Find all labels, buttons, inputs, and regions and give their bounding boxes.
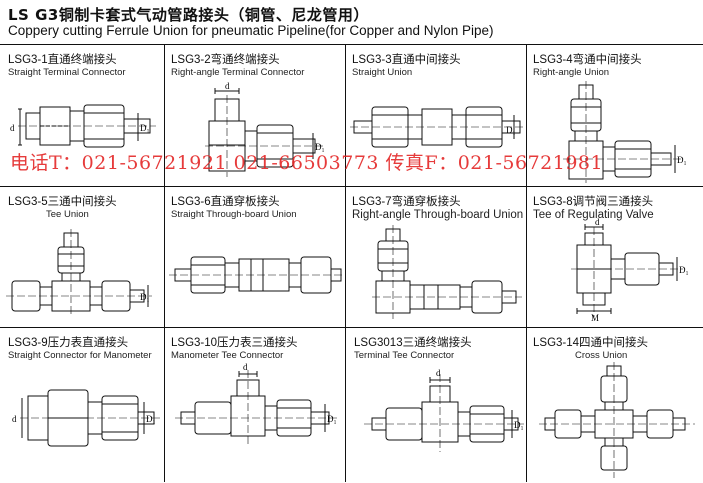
svg-text:D₁: D₁ <box>146 414 156 424</box>
fitting-grid: LSG3-1直通终端接头 Straight Terminal Connector… <box>0 44 703 482</box>
svg-text:D₁: D₁ <box>506 125 516 135</box>
svg-text:M: M <box>591 313 599 323</box>
tee-union-drawing: D₁ <box>6 229 152 317</box>
right-angle-terminal-drawing: d D₁ <box>205 81 325 177</box>
cell-lsg3-5: LSG3-5三通中间接头 Tee Union D₁ <box>0 187 164 327</box>
right-angle-through-board-drawing <box>372 225 522 319</box>
contact-watermark: 电话T：021-56721921 021-66503773 传真F：021-56… <box>10 152 604 174</box>
cell-code: LSG3-2弯通终端接头 <box>171 54 280 66</box>
manometer-tee-drawing: d D₁ <box>175 362 337 446</box>
svg-text:D₁: D₁ <box>514 420 524 430</box>
page-title-en: Coppery cutting Ferrule Union for pneuma… <box>8 23 494 38</box>
page-title-cn: LS G3铜制卡套式气动管路接头（铜管、尼龙管用） <box>8 6 369 24</box>
straight-union-drawing: D₁ <box>350 106 524 148</box>
cell-subtitle: Straight Connector for Manometer <box>8 350 152 361</box>
cell-code: LSG3-5三通中间接头 <box>8 196 117 208</box>
cell-code: LSG3-9压力表直通接头 <box>8 337 129 349</box>
cell-subtitle: Manometer Tee Connector <box>171 350 284 361</box>
header: LS G3铜制卡套式气动管路接头（铜管、尼龙管用） Coppery cuttin… <box>0 0 703 42</box>
cell-lsg3-3: LSG3-3直通中间接头 Straight Union D₁ <box>346 45 526 186</box>
svg-text:d: d <box>436 368 441 378</box>
cell-code: LSG3-1直通终端接头 <box>8 54 117 66</box>
svg-text:d: d <box>12 414 17 424</box>
regulating-valve-tee-drawing: d M D₁ <box>571 217 689 323</box>
cell-subtitle: Straight Terminal Connector <box>8 67 126 78</box>
cross-union-drawing <box>539 362 695 478</box>
cell-code: LSG3-3直通中间接头 <box>352 54 461 66</box>
cell-code: LSG3-10压力表三通接头 <box>171 337 298 349</box>
cell-code: LSG3-4弯通中间接头 <box>533 54 642 66</box>
cell-subtitle: Tee Union <box>46 209 89 220</box>
cell-code: LSG3-8调节阀三通接头 <box>533 196 654 208</box>
cell-code: LSG3-7弯通穿板接头 <box>352 196 461 208</box>
svg-text:d: d <box>243 362 248 372</box>
cell-code: LSG3-6直通穿板接头 <box>171 196 280 208</box>
right-angle-union-drawing: D₁ <box>563 81 687 183</box>
cell-lsg3-8: LSG3-8调节阀三通接头 Tee of Regulating Valve d … <box>527 187 703 327</box>
cell-code: LSG3013三通终端接头 <box>354 337 472 349</box>
dim-d: d <box>10 123 15 133</box>
terminal-tee-drawing: d D₁ <box>364 368 524 452</box>
cell-lsg3-9: LSG3-9压力表直通接头 Straight Connector for Man… <box>0 328 164 483</box>
svg-text:D₁: D₁ <box>327 414 337 424</box>
cell-lsg3-4: LSG3-4弯通中间接头 Right-angle Union D₁ <box>527 45 703 186</box>
cell-lsg3-10: LSG3-10压力表三通接头 Manometer Tee Connector d… <box>165 328 345 483</box>
cell-lsg3013: LSG3013三通终端接头 Terminal Tee Connector d D… <box>346 328 526 483</box>
cell-lsg3-7: LSG3-7弯通穿板接头 Right-angle Through-board U… <box>346 187 526 327</box>
cell-subtitle: Straight Union <box>352 67 413 78</box>
cell-lsg3-2: LSG3-2弯通终端接头 Right-angle Terminal Connec… <box>165 45 345 186</box>
svg-text:d: d <box>225 81 230 91</box>
cell-subtitle: Right-angle Terminal Connector <box>171 67 305 78</box>
straight-through-board-drawing <box>169 256 345 294</box>
cell-lsg3-1: LSG3-1直通终端接头 Straight Terminal Connector… <box>0 45 164 186</box>
cell-lsg3-14: LSG3-14四通中间接头 Cross Union <box>527 328 703 483</box>
svg-text:d: d <box>595 217 600 227</box>
manometer-straight-drawing: d D₁ <box>12 389 160 447</box>
cell-subtitle: Right-angle Union <box>533 67 610 78</box>
svg-text:D₁: D₁ <box>679 265 689 275</box>
cell-code: LSG3-14四通中间接头 <box>533 337 649 349</box>
cell-subtitle: Right-angle Through-board Union <box>352 209 524 221</box>
cell-subtitle: Tee of Regulating Valve <box>533 209 654 221</box>
dim-D1: D₁ <box>140 123 150 133</box>
cell-subtitle: Terminal Tee Connector <box>354 350 455 361</box>
straight-terminal-drawing: d D₁ <box>10 104 156 148</box>
cell-lsg3-6: LSG3-6直通穿板接头 Straight Through-board Unio… <box>165 187 345 327</box>
cell-subtitle: Cross Union <box>575 350 628 361</box>
cell-subtitle: Straight Through-board Union <box>171 209 297 220</box>
svg-text:D₁: D₁ <box>315 142 325 152</box>
svg-text:D₁: D₁ <box>140 292 150 302</box>
svg-text:D₁: D₁ <box>677 155 687 165</box>
